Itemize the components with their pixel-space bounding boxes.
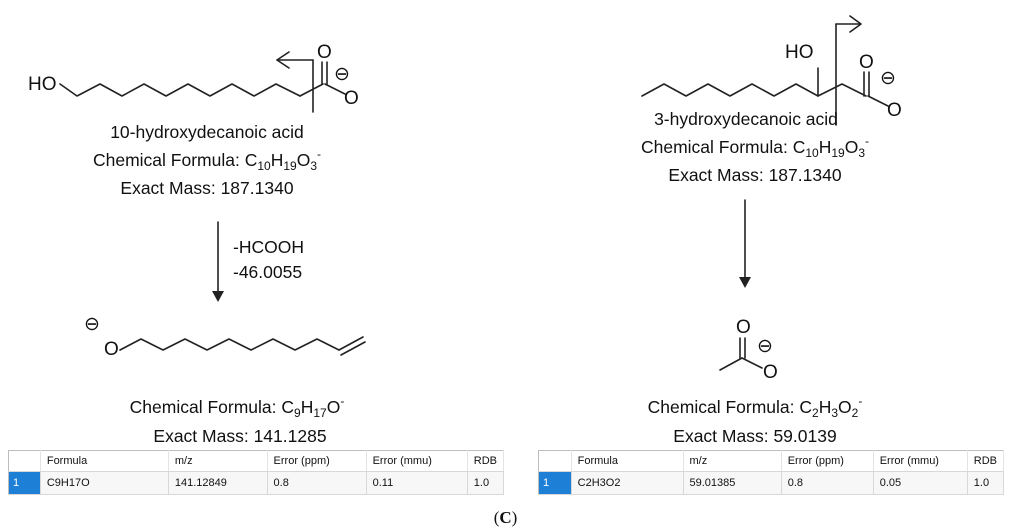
left-header-rdb[interactable]: RDB [467, 450, 505, 472]
right-parent-name: 3-hydroxydecanoic acid [654, 109, 838, 129]
left-fragment-mass: Exact Mass: 141.1285 [153, 426, 326, 446]
right-fragment-oxide-oxygen: O [763, 362, 778, 383]
left-header-mz[interactable]: m/z [168, 450, 268, 472]
reaction-scheme: HO O O ⊖ 10-hydroxydecanoic acid Chemica… [28, 15, 902, 446]
left-fragment-charge-symbol: ⊖ [84, 314, 100, 335]
right-fragment-charge-symbol: ⊖ [757, 336, 773, 357]
left-row-error-ppm[interactable]: 0.8 [267, 471, 367, 495]
right-parent-structure: HO O O ⊖ [641, 15, 902, 126]
right-header-rdb[interactable]: RDB [967, 450, 1005, 472]
panel-label-letter: C [499, 508, 512, 527]
right-hydroxyl-label: HO [785, 42, 814, 63]
right-row-formula[interactable]: C2H3O2 [571, 471, 684, 495]
left-reaction-arrowhead [212, 291, 224, 302]
right-oxide-oxygen: O [887, 100, 902, 121]
right-row-mz[interactable]: 59.01385 [683, 471, 782, 495]
left-parent-name: 10-hydroxydecanoic acid [110, 122, 304, 142]
left-row-error-mmu[interactable]: 0.11 [366, 471, 468, 495]
left-carboxyl-bond [299, 83, 324, 97]
right-parent-formula: Chemical Formula: C10H19O3- [641, 134, 869, 160]
right-row-rdb[interactable]: 1.0 [967, 471, 1005, 495]
left-row-formula[interactable]: C9H17O [40, 471, 169, 495]
left-fragment-formula: Chemical Formula: C9H17O- [130, 394, 345, 420]
left-header-formula[interactable]: Formula [40, 450, 169, 472]
table-row[interactable]: 1 C9H17O 141.12849 0.8 0.11 1.0 [8, 471, 505, 495]
right-fragment-formula: Chemical Formula: C2H3O2- [648, 394, 863, 420]
left-parent-formula: Chemical Formula: C10H19O3- [93, 147, 321, 173]
left-table-header-row: Formula m/z Error (ppm) Error (mmu) RDB [8, 450, 505, 472]
left-row-index[interactable]: 1 [8, 471, 41, 495]
left-fragment-structure: ⊖ O [84, 314, 366, 360]
right-carbonyl-oxygen: O [859, 52, 874, 73]
left-fragment-alkene-b [340, 341, 366, 356]
left-parent-structure: HO O O ⊖ [28, 42, 359, 113]
right-header-error-ppm[interactable]: Error (ppm) [781, 450, 874, 472]
right-row-error-ppm[interactable]: 0.8 [781, 471, 874, 495]
right-header-mz[interactable]: m/z [683, 450, 782, 472]
right-fragment-methyl-bond [719, 357, 743, 371]
right-fragment-mass: Exact Mass: 59.0139 [673, 426, 836, 446]
left-fragment-chain [119, 338, 340, 351]
right-header-error-mmu[interactable]: Error (mmu) [873, 450, 968, 472]
left-carbon-chain [59, 83, 301, 97]
left-neutral-loss: -HCOOH [233, 237, 304, 257]
left-loss-mass: -46.0055 [233, 262, 302, 282]
table-row[interactable]: 1 C2H3O2 59.01385 0.8 0.05 1.0 [538, 471, 1005, 495]
right-reaction-arrowhead [739, 277, 751, 288]
left-carbonyl-oxygen: O [317, 42, 332, 63]
right-row-error-mmu[interactable]: 0.05 [873, 471, 968, 495]
right-cleavage-arrowhead [849, 15, 862, 33]
right-fragment-structure: O O ⊖ [719, 317, 778, 383]
panel-label: (C) [493, 508, 518, 527]
left-results-table: Formula m/z Error (ppm) Error (mmu) RDB … [8, 450, 505, 495]
right-table-index-header [538, 450, 572, 472]
right-fragment-carbonyl-oxygen: O [736, 317, 751, 338]
right-oxide-bond [867, 95, 889, 107]
right-results-table: Formula m/z Error (ppm) Error (mmu) RDB … [538, 450, 1005, 495]
left-oxide-bond [324, 83, 346, 95]
left-parent-mass: Exact Mass: 187.1340 [120, 178, 293, 198]
right-header-formula[interactable]: Formula [571, 450, 684, 472]
right-parent-mass: Exact Mass: 187.1340 [668, 165, 841, 185]
left-fragment-oxygen: O [104, 339, 119, 360]
left-hydroxyl-label: HO [28, 74, 57, 95]
left-fragment-alkene-a [338, 336, 364, 351]
left-row-mz[interactable]: 141.12849 [168, 471, 268, 495]
left-row-rdb[interactable]: 1.0 [467, 471, 505, 495]
left-header-error-mmu[interactable]: Error (mmu) [366, 450, 468, 472]
right-carbon-chain [641, 83, 867, 97]
right-charge-symbol: ⊖ [880, 68, 896, 89]
left-header-error-ppm[interactable]: Error (ppm) [267, 450, 367, 472]
left-oxide-oxygen: O [344, 88, 359, 109]
right-fragment-oxide-bond [741, 357, 763, 369]
right-row-index[interactable]: 1 [538, 471, 572, 495]
left-table-index-header [8, 450, 41, 472]
left-charge-symbol: ⊖ [334, 64, 350, 85]
right-table-header-row: Formula m/z Error (ppm) Error (mmu) RDB [538, 450, 1005, 472]
left-cleavage-arrowhead [276, 51, 290, 69]
